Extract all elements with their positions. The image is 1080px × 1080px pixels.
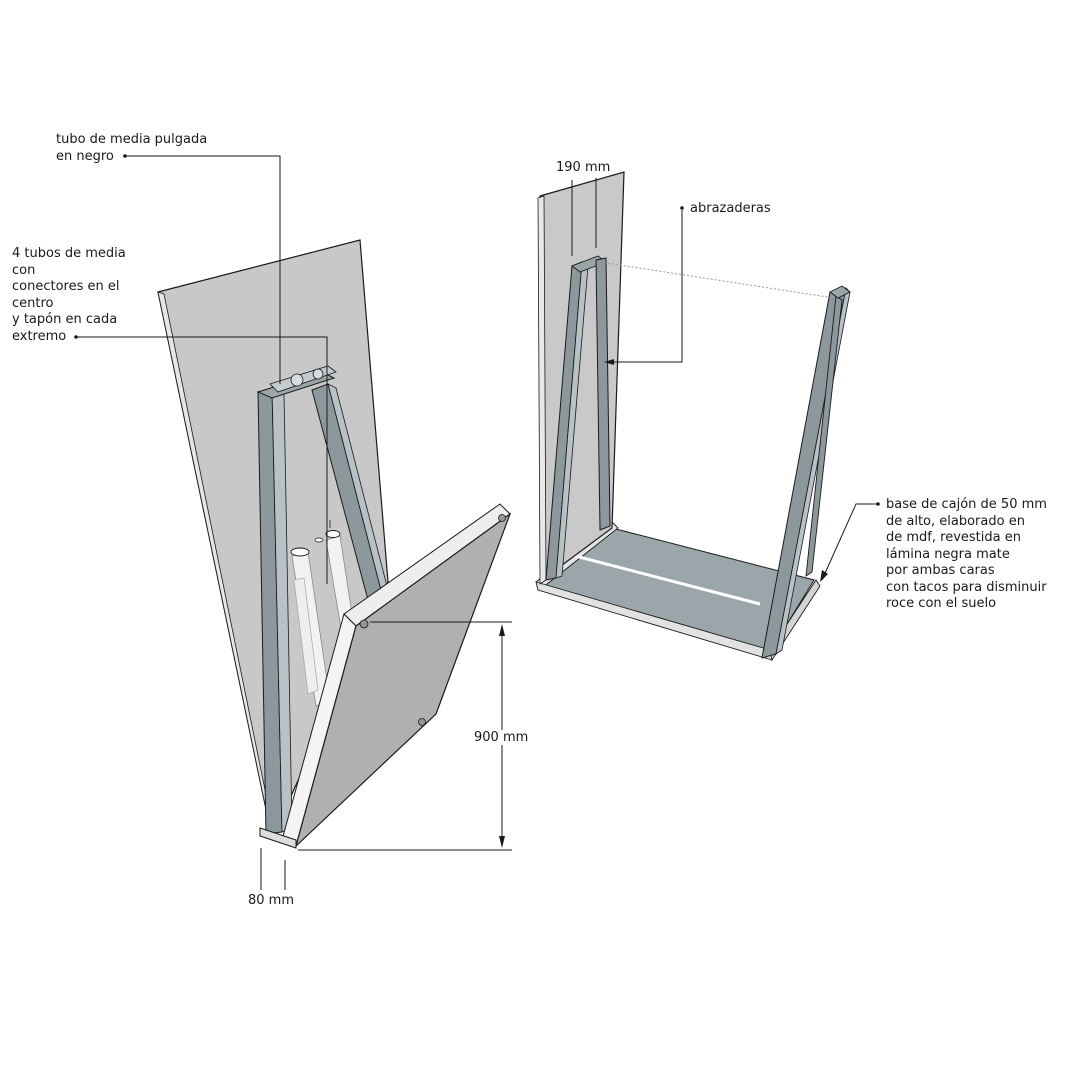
left-assembly: [157, 239, 512, 849]
tube-3: [293, 577, 319, 695]
left-leaders: [76, 155, 328, 584]
dim-190: [571, 178, 597, 256]
base-leader: [821, 503, 878, 581]
dimension-80-mm: 80 mm: [248, 893, 295, 908]
label-tubo-negro: tubo de media pulgada en negro: [56, 132, 208, 164]
abrazaderas-leader: [606, 210, 683, 363]
right-frame-right-top: [829, 285, 851, 299]
dimension-190-mm: 190 mm: [556, 160, 611, 175]
dim-80: [260, 848, 286, 890]
right-frame-right-face: [775, 287, 851, 655]
label-abrazaderas: abrazaderas: [690, 201, 771, 216]
right-frame-right-inner: [805, 295, 843, 577]
label-base-cajon: base de cajón de 50 mm de alto, elaborad…: [886, 497, 1047, 611]
left-hinged-panel: [294, 512, 512, 848]
left-base-foot: [259, 827, 297, 849]
right-frame-left-upright-2: [595, 257, 611, 531]
label-cuatro-tubos: 4 tubos de media con conectores en el ce…: [12, 246, 126, 344]
right-assembly: [535, 171, 851, 662]
dimension-900-mm: 900 mm: [472, 730, 531, 745]
